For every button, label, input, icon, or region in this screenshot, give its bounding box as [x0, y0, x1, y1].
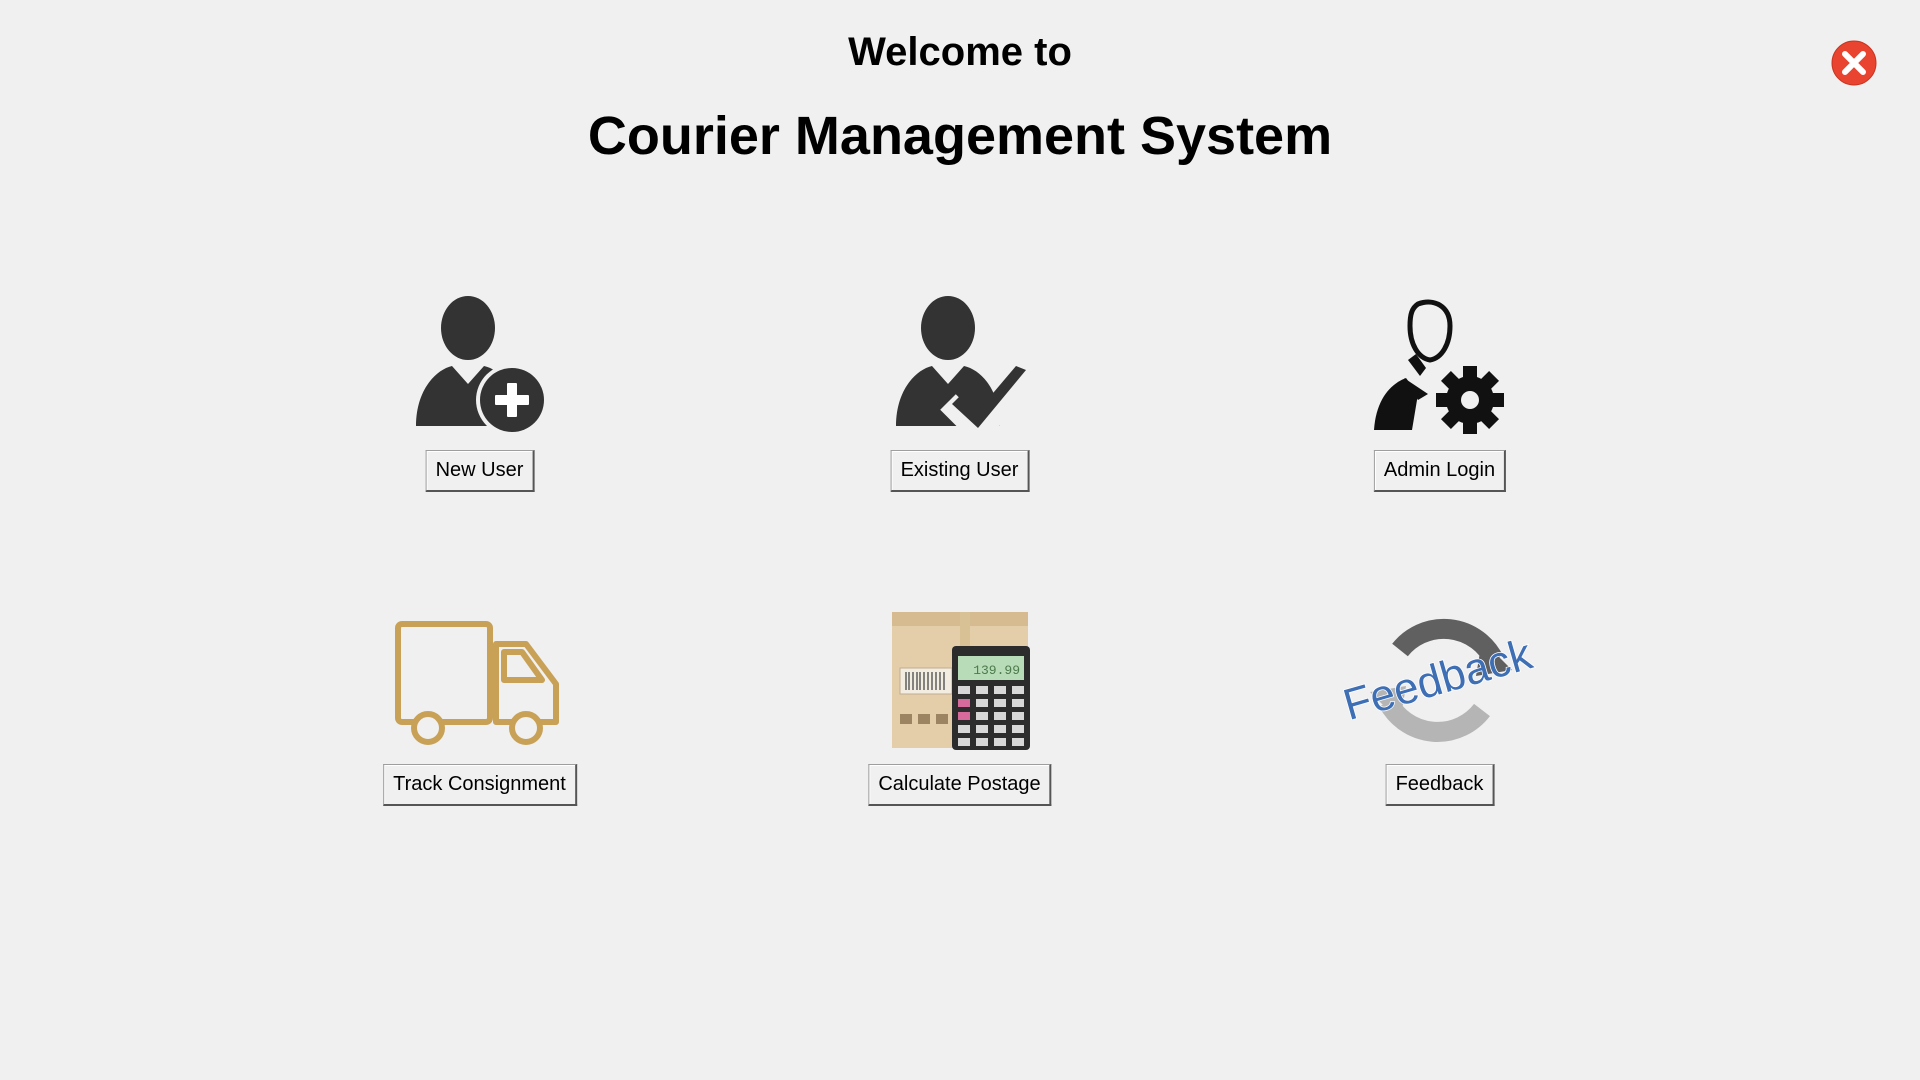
calculator-display-value: 139.99: [973, 663, 1020, 678]
delivery-truck-icon: [395, 621, 559, 745]
welcome-heading: Welcome to: [848, 30, 1072, 74]
admin-login-button[interactable]: Admin Login: [1373, 450, 1507, 492]
feedback-logo-text: Feedback: [1342, 629, 1538, 730]
close-button[interactable]: [1831, 40, 1877, 86]
existing-user-button[interactable]: Existing User: [890, 450, 1030, 492]
postage-calculator-icon: 139.99: [892, 612, 1030, 750]
add-user-icon: [416, 296, 548, 436]
calculate-postage-button[interactable]: Calculate Postage: [868, 764, 1052, 806]
new-user-button[interactable]: New User: [425, 450, 535, 492]
admin-settings-icon: [1374, 299, 1504, 434]
close-icon: [1831, 40, 1877, 86]
feedback-button[interactable]: Feedback: [1385, 764, 1495, 806]
feedback-icon: Feedback: [1342, 618, 1538, 742]
page-title: Courier Management System: [587, 106, 1333, 166]
verified-user-icon: [896, 296, 1030, 436]
track-consignment-button[interactable]: Track Consignment: [383, 764, 577, 806]
